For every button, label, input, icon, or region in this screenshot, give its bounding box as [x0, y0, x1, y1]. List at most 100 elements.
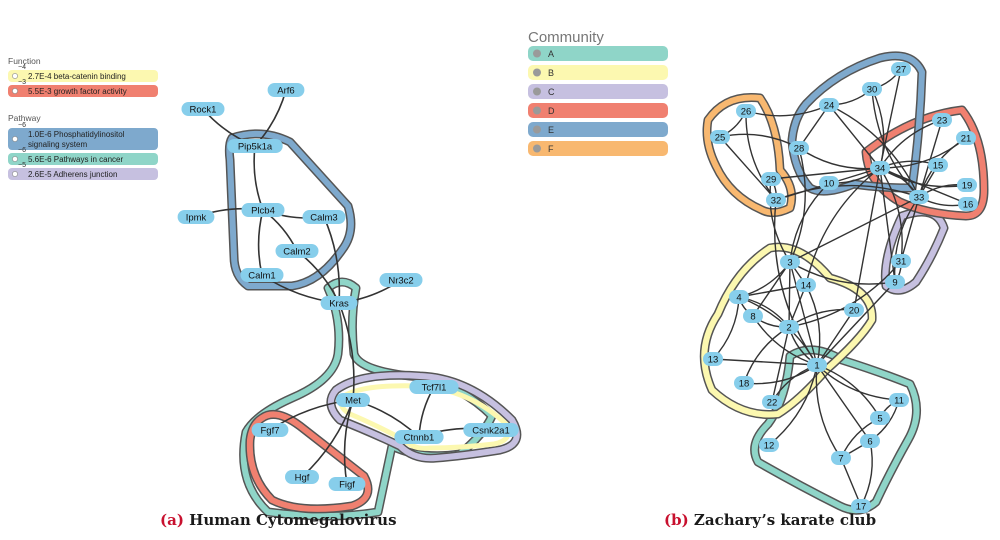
node-33[interactable]: 33 — [909, 190, 929, 204]
legend-item-5-6e-6-pathways-in-cancer[interactable]: −65.6E-6 Pathways in cancer — [8, 147, 158, 165]
node-4[interactable]: 4 — [729, 290, 749, 304]
legend-item-2-6e-5-adherens-junction[interactable]: −52.6E-5 Adherens junction — [8, 162, 158, 180]
node-nr3c2[interactable]: Nr3c2 — [379, 273, 423, 287]
node-11[interactable]: 11 — [889, 393, 909, 407]
node-5[interactable]: 5 — [870, 411, 890, 425]
node-12[interactable]: 12 — [759, 438, 779, 452]
node-tcf7l1[interactable]: Tcf7l1 — [409, 380, 459, 394]
node-calm1[interactable]: Calm1 — [240, 268, 284, 282]
node-pill — [807, 358, 827, 372]
node-label: 30 — [867, 85, 878, 96]
node-6[interactable]: 6 — [860, 434, 880, 448]
edge-7-17 — [840, 457, 862, 507]
node-pill — [885, 275, 905, 289]
node-16[interactable]: 16 — [958, 197, 978, 211]
node-1[interactable]: 1 — [807, 358, 827, 372]
node-rock1[interactable]: Rock1 — [181, 102, 225, 116]
legend-swatch — [8, 168, 158, 180]
edge-1-6 — [816, 364, 871, 442]
node-8[interactable]: 8 — [743, 309, 763, 323]
node-19[interactable]: 19 — [957, 178, 977, 192]
node-label: 7 — [838, 454, 843, 465]
legend-community-a[interactable]: A — [528, 46, 668, 61]
node-24[interactable]: 24 — [819, 98, 839, 112]
legend-item-2-7e-4-beta-catenin-binding[interactable]: −42.7E-4 beta-catenin binding — [8, 64, 158, 82]
edge-3-29 — [769, 178, 791, 263]
node-arf6[interactable]: Arf6 — [267, 83, 305, 97]
node-31[interactable]: 31 — [891, 254, 911, 268]
node-pill — [240, 268, 284, 282]
node-10[interactable]: 10 — [819, 176, 839, 190]
node-label: 3 — [787, 258, 792, 269]
node-13[interactable]: 13 — [703, 352, 723, 366]
node-met[interactable]: Met — [336, 393, 370, 407]
node-9[interactable]: 9 — [885, 275, 905, 289]
legend-community-c[interactable]: C — [528, 84, 668, 99]
node-label: Arf6 — [277, 86, 294, 97]
node-20[interactable]: 20 — [844, 303, 864, 317]
node-pill — [394, 430, 444, 444]
node-plcb4[interactable]: Plcb4 — [241, 203, 285, 217]
node-7[interactable]: 7 — [831, 451, 851, 465]
panel-a-regions — [224, 129, 522, 521]
node-25[interactable]: 25 — [710, 130, 730, 144]
legend-community-f[interactable]: F — [528, 141, 668, 156]
node-pill — [819, 176, 839, 190]
node-28[interactable]: 28 — [789, 141, 809, 155]
legend-community-b[interactable]: B — [528, 65, 668, 80]
legend-heading: Function — [8, 56, 41, 66]
legend-exponent: −4 — [18, 64, 26, 71]
legend-swatch — [8, 70, 158, 82]
node-label: 17 — [856, 502, 867, 513]
node-figf[interactable]: Figf — [328, 477, 366, 491]
node-2[interactable]: 2 — [779, 320, 799, 334]
node-21[interactable]: 21 — [956, 131, 976, 145]
node-label: Calm3 — [310, 213, 337, 224]
panel-b-karate-club: 1234567891011121314151617181920212223242… — [699, 51, 989, 515]
node-label: Nr3c2 — [388, 276, 413, 287]
caption-a-title: Human Cytomegalovirus — [189, 511, 397, 529]
node-hgf[interactable]: Hgf — [285, 470, 319, 484]
node-ipmk[interactable]: Ipmk — [177, 210, 215, 224]
node-label: 28 — [794, 144, 805, 155]
node-23[interactable]: 23 — [932, 113, 952, 127]
legend-item-5-5e-3-growth-factor-activity[interactable]: −35.5E-3 growth factor activity — [8, 79, 158, 97]
node-22[interactable]: 22 — [762, 395, 782, 409]
node-32[interactable]: 32 — [766, 193, 786, 207]
edge-9-33 — [893, 196, 920, 283]
legend-text-line2: signaling system — [28, 140, 87, 149]
legend-swatch — [8, 128, 158, 150]
node-pill — [891, 254, 911, 268]
node-pill — [703, 352, 723, 366]
node-26[interactable]: 26 — [736, 104, 756, 118]
node-3[interactable]: 3 — [780, 255, 800, 269]
node-ctnnb1[interactable]: Ctnnb1 — [394, 430, 444, 444]
node-29[interactable]: 29 — [761, 172, 781, 186]
node-label: 2 — [786, 323, 791, 334]
legend-community-d[interactable]: D — [528, 103, 668, 118]
edge-1-9 — [816, 281, 896, 366]
caption-a-label: (a) — [160, 511, 184, 529]
node-calm3[interactable]: Calm3 — [302, 210, 346, 224]
node-fgf7[interactable]: Fgf7 — [251, 423, 289, 437]
node-csnk2a1[interactable]: Csnk2a1 — [463, 423, 519, 437]
node-pill — [766, 193, 786, 207]
node-label: Plcb4 — [251, 206, 275, 217]
node-pill — [729, 290, 749, 304]
node-15[interactable]: 15 — [928, 158, 948, 172]
node-kras[interactable]: Kras — [320, 296, 358, 310]
node-pill — [336, 393, 370, 407]
legend-community-e[interactable]: E — [528, 122, 668, 137]
node-30[interactable]: 30 — [862, 82, 882, 96]
node-14[interactable]: 14 — [796, 278, 816, 292]
legend-dot-icon — [533, 49, 541, 58]
node-18[interactable]: 18 — [734, 376, 754, 390]
node-27[interactable]: 27 — [891, 62, 911, 76]
node-17[interactable]: 17 — [851, 499, 871, 513]
node-pip5k1a[interactable]: Pip5k1a — [227, 139, 283, 153]
node-label: 31 — [896, 257, 907, 268]
node-34[interactable]: 34 — [870, 161, 890, 175]
legend-label: A — [548, 49, 554, 59]
node-calm2[interactable]: Calm2 — [275, 244, 319, 258]
